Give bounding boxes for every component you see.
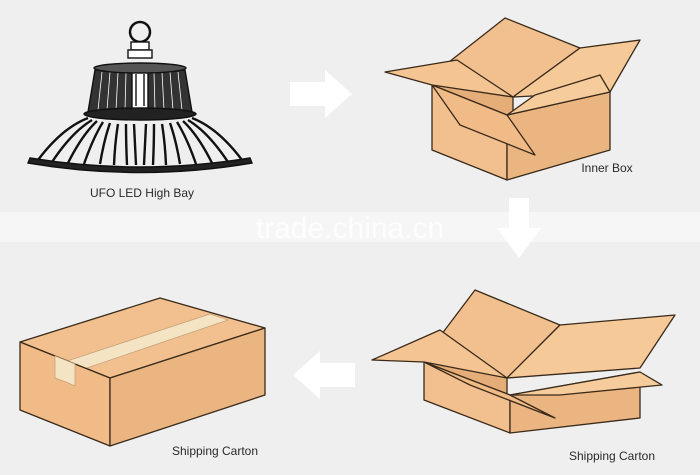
shipping-carton-open-label: Shipping Carton bbox=[569, 449, 655, 463]
shipping-carton-closed-label: Shipping Carton bbox=[172, 444, 258, 458]
watermark-band bbox=[0, 212, 700, 242]
shipping-carton-open-illustration bbox=[371, 289, 676, 434]
arrow-left-icon bbox=[293, 351, 355, 399]
shipping-carton-closed-illustration bbox=[19, 297, 266, 447]
inner-box-label: Inner Box bbox=[581, 161, 632, 175]
product-label: UFO LED High Bay bbox=[90, 186, 194, 200]
arrow-right-icon bbox=[290, 70, 352, 118]
watermark-text: trade.china.cn bbox=[256, 212, 444, 245]
ufo-led-high-bay-illustration bbox=[27, 20, 253, 174]
inner-box-illustration bbox=[384, 17, 641, 181]
arrow-down-icon bbox=[497, 198, 541, 258]
